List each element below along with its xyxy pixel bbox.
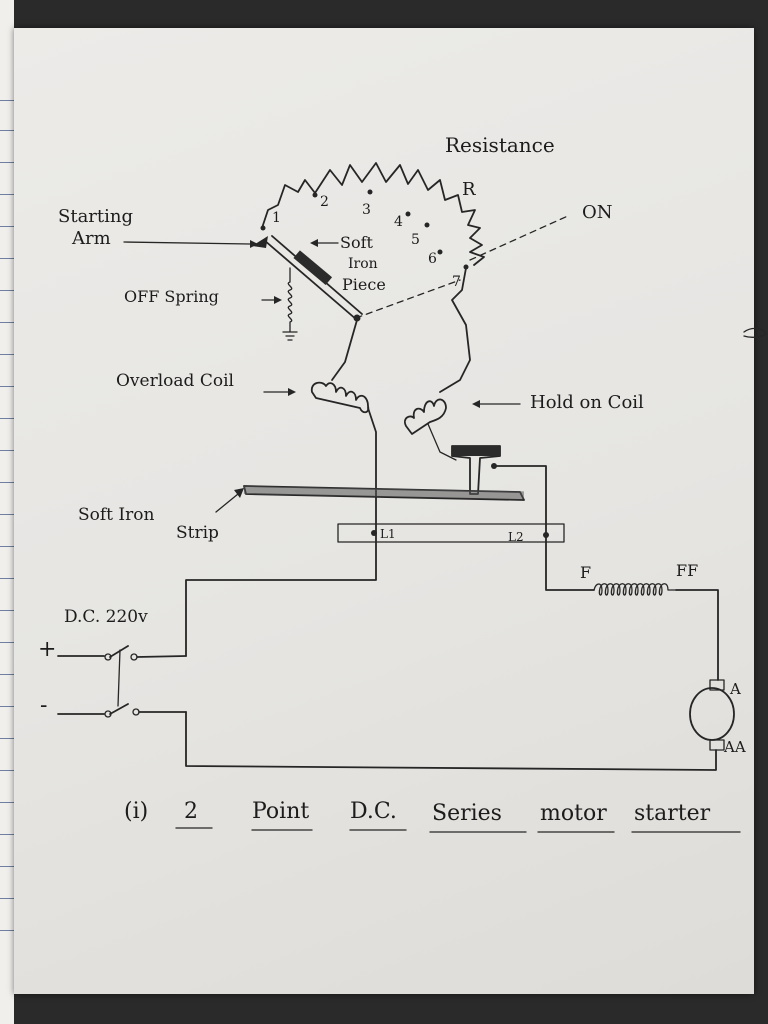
soft-iron-piece-label-2: Iron (348, 256, 378, 272)
switch-blade-top (109, 645, 129, 658)
soft-iron-piece-label-1: Soft (340, 233, 374, 252)
field-to-motor-wire (675, 589, 719, 681)
arrow-head-icon (288, 388, 296, 396)
motor-aa-label: AA (723, 738, 746, 756)
soft-iron-piece-label-3: Piece (342, 275, 386, 294)
stud-number: 7 (452, 274, 461, 290)
hold-on-coil-wire (427, 423, 457, 461)
caption-word: starter (634, 801, 711, 826)
terminal-l1-dot (371, 530, 377, 536)
overload-coil-label: Overload Coil (116, 371, 234, 391)
caption-word: Point (252, 799, 309, 824)
caption-word: 2 (184, 799, 198, 824)
on-label: ON (582, 202, 613, 223)
caption-underlines (175, 827, 741, 833)
soft-iron-strip-pointer (215, 493, 239, 513)
field-f-label: F (580, 563, 591, 582)
caption-word: D.C. (350, 799, 397, 824)
soft-iron-strip-label-1: Soft Iron (78, 505, 154, 525)
terminal-l2-dot (543, 532, 549, 538)
resistance-label: Resistance (445, 133, 555, 157)
plus-label: + (38, 637, 56, 662)
switch-blade-bottom (109, 703, 129, 715)
hold-on-coil (404, 398, 447, 435)
terminal-l1-label: L1 (380, 527, 396, 541)
arrow-head-icon (310, 239, 318, 247)
armature-to-l2-wire (496, 465, 595, 591)
stud-number: 6 (428, 251, 437, 267)
field-ff-label: FF (676, 561, 698, 580)
terminal-board (337, 523, 565, 543)
caption-word: motor (540, 801, 607, 826)
stud-number: 2 (320, 194, 329, 210)
caption-word: Series (432, 801, 502, 826)
starting-arm-label-1: Starting (58, 206, 133, 227)
motor-brush-aa (709, 739, 725, 751)
overload-coil (310, 381, 370, 414)
overload-to-l1-wire (185, 407, 377, 657)
soft-iron-strip-fill (243, 486, 524, 500)
hold-on-coil-label: Hold on Coil (530, 392, 644, 413)
terminal-dot (491, 463, 497, 469)
paper-sheet (14, 28, 754, 994)
on-position-line (355, 214, 571, 319)
stud-dots (260, 189, 469, 270)
stud-number: 5 (411, 232, 420, 248)
off-spring-label: OFF Spring (124, 287, 219, 306)
arm-to-overload-wire (331, 319, 358, 381)
series-field-winding (593, 583, 677, 596)
switch-out-top (136, 655, 187, 658)
soft-iron-strip-label-2: Strip (176, 523, 219, 543)
page-edge-mark (743, 327, 767, 338)
stud7-to-holdon-wire (439, 267, 471, 393)
resistance-r-label: R (462, 179, 476, 200)
motor-brush-a (709, 679, 725, 691)
soft-iron-piece (293, 250, 333, 285)
caption-number: (i) (124, 799, 148, 824)
notebook-edge (0, 0, 14, 1024)
minus-label: - (40, 693, 47, 718)
motor-armature (689, 687, 735, 741)
switch-ganging-link (117, 649, 121, 707)
terminal-l2-label: L2 (508, 530, 524, 544)
arrow-head-icon (250, 240, 258, 248)
off-spring (282, 267, 298, 341)
starting-arm-pointer (123, 241, 251, 245)
arm-pivot (353, 314, 361, 322)
starting-arm-label-2: Arm (71, 228, 111, 249)
stud-number: 1 (272, 210, 281, 226)
arrow-head-icon (234, 488, 244, 498)
stud-number: 3 (362, 202, 371, 218)
resistance-element (261, 162, 485, 266)
motor-return-wire (185, 711, 717, 771)
t-armature-top (452, 446, 500, 456)
arrow-head-icon (472, 400, 480, 408)
arrow-head-icon (274, 296, 282, 304)
starting-arm-tip (252, 236, 268, 248)
motor-a-label: A (729, 680, 741, 698)
dc-supply-label: D.C. 220v (64, 607, 148, 627)
stud-number: 4 (394, 214, 403, 230)
